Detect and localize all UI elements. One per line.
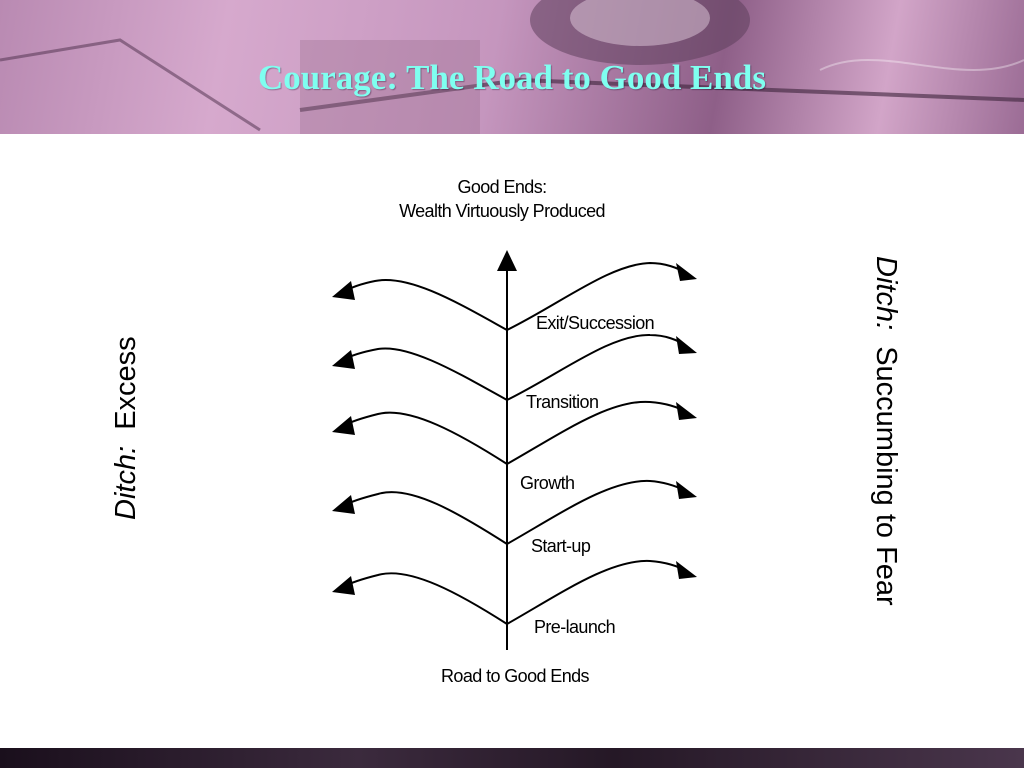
- arrow-left-3: [332, 416, 355, 435]
- arrow-left-4: [332, 495, 355, 514]
- chevron-left-2: [342, 347, 508, 401]
- stage-label-growth: Growth: [520, 473, 574, 493]
- header-background-art: [0, 0, 1024, 134]
- svg-text:Ditch: Succumbing to Fea: Ditch: Succumbing to Fear: [870, 256, 902, 606]
- stage-label-pre-launch: Pre-launch: [534, 617, 615, 637]
- arrow-right-4: [676, 481, 697, 499]
- arrow-right-2: [676, 336, 697, 354]
- arrow-left-1: [332, 281, 355, 300]
- left-ditch-text: Excess: [110, 336, 142, 429]
- road-diagram: Good Ends: Wealth Virtuously Produced: [110, 177, 902, 686]
- arrow-right-1: [676, 263, 697, 281]
- footer-band: [0, 748, 1024, 768]
- goal-label-line2: Wealth Virtuously Produced: [399, 201, 605, 221]
- chevron-left-5: [342, 572, 508, 625]
- header-banner: Courage: The Road to Good Ends: [0, 0, 1024, 134]
- chevron-right-4: [506, 479, 687, 545]
- left-ditch-label: Ditch: Excess: [110, 336, 142, 520]
- chevron-left-1: [342, 279, 508, 331]
- stage-label-start-up: Start-up: [531, 536, 591, 556]
- arrow-left-2: [332, 350, 355, 369]
- chevron-right-1: [506, 261, 687, 331]
- chevron-right-3: [506, 400, 687, 465]
- right-ditch-italic: Ditch:: [870, 256, 902, 330]
- left-ditch-italic: Ditch:: [110, 446, 142, 520]
- road-arrow-up: [497, 250, 517, 271]
- arrow-right-5: [676, 561, 697, 579]
- road-label: Road to Good Ends: [441, 666, 590, 686]
- chevron-right-2: [506, 333, 687, 401]
- arrow-left-5: [332, 576, 355, 595]
- right-ditch-label: Ditch: Succumbing to Fear: [870, 256, 902, 606]
- arrow-right-3: [676, 402, 697, 420]
- right-ditch-text: Succumbing to Fear: [870, 346, 902, 606]
- stage-label-transition: Transition: [526, 392, 598, 412]
- goal-label-line1: Good Ends:: [457, 177, 546, 197]
- chevron-right-5: [506, 559, 687, 625]
- chevron-left-4: [342, 491, 508, 545]
- stage-label-exit-succession: Exit/Succession: [536, 313, 654, 333]
- chevron-left-3: [342, 411, 508, 465]
- svg-text:Ditch: Excess: Ditch: Excess: [110, 336, 142, 520]
- slide-title: Courage: The Road to Good Ends: [258, 58, 766, 97]
